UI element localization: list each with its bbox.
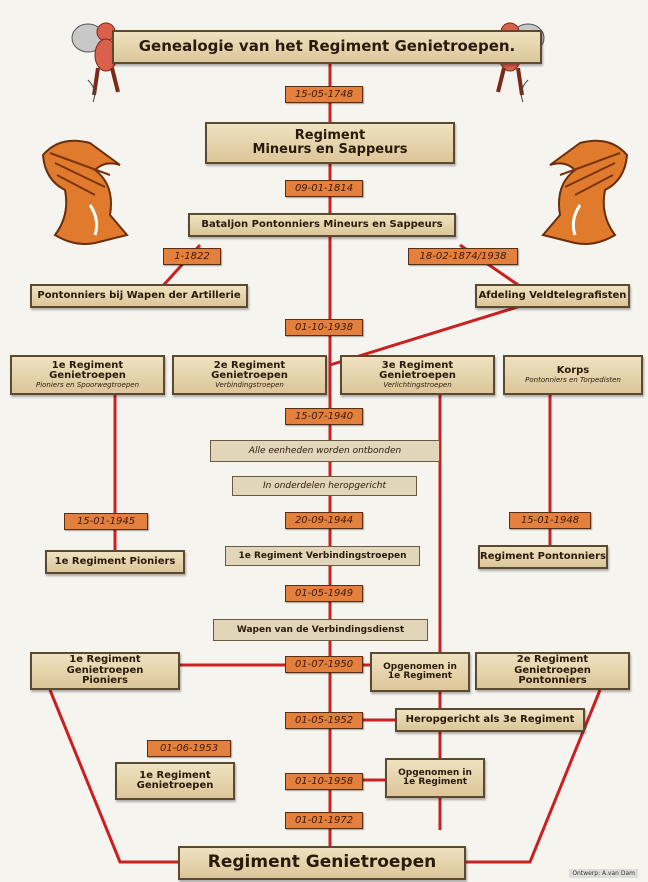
banner-wapen: Wapen van de Verbindingsdienst: [213, 619, 428, 641]
box-line: Pioniers: [82, 675, 128, 687]
box-line: 2e Regiment Genietroepen: [211, 359, 288, 382]
box-subtitle: Verlichtingstroepen: [383, 380, 452, 389]
box-final-regiment: Regiment Genietroepen: [178, 846, 466, 880]
box-line: Regiment: [294, 128, 366, 144]
box-opgenomen-2: Opgenomen in 1e Regiment: [385, 758, 485, 798]
box-2e-regiment-genie-pontonniers: 2e Regiment Genietroepen Pontonniers: [475, 652, 630, 690]
box-line: 1e Regiment Genietroepen: [49, 359, 126, 382]
date-badge: 15-01-1948: [509, 512, 591, 529]
cherub-left-icon: [71, 22, 120, 103]
box-mineurs-sappeurs: Regiment Mineurs en Sappeurs: [205, 122, 455, 164]
box-line: Korps: [556, 365, 590, 377]
box-1e-regiment-pioniers: 1e Regiment Pioniers: [45, 550, 185, 574]
credit-label: Ontwerp: A.van Dam: [569, 869, 638, 878]
date-badge: 01-10-1938: [285, 319, 363, 336]
box-subtitle: Verbindingstroepen: [215, 380, 284, 389]
box-subtitle: Pontonniers en Torpedisten: [525, 375, 621, 384]
date-badge: 01-07-1950: [285, 656, 363, 673]
box-korps: Korps Pontonniers en Torpedisten: [503, 355, 643, 395]
box-2e-regiment: 2e Regiment Genietroepen Verbindingstroe…: [172, 355, 327, 395]
date-badge: 09-01-1814: [285, 180, 363, 197]
banner-heropgericht: In onderdelen heropgericht: [232, 476, 417, 496]
date-badge: 1-1822: [163, 248, 221, 265]
box-1e-regiment: 1e Regiment Genietroepen Pioniers en Spo…: [10, 355, 165, 395]
date-badge: 01-05-1952: [285, 712, 363, 729]
box-3e-regiment: 3e Regiment Genietroepen Verlichtingstro…: [340, 355, 495, 395]
box-regiment-pontonniers: Regiment Pontonniers: [478, 545, 608, 569]
box-bataljon: Bataljon Pontonniers Mineurs en Sappeurs: [188, 213, 456, 237]
box-veldtelegrafisten: Afdeling Veldtelegrafisten: [475, 284, 630, 308]
date-badge: 01-01-1972: [285, 812, 363, 829]
date-badge: 01-10-1958: [285, 773, 363, 790]
box-line: 1e Regiment: [139, 769, 211, 781]
box-line: 2e Regiment Genietroepen: [514, 654, 591, 676]
box-line: Mineurs en Sappeurs: [252, 142, 408, 157]
box-line: Pontonniers: [518, 675, 587, 687]
helmet-right-icon: [541, 139, 629, 245]
date-badge: 15-07-1940: [285, 408, 363, 425]
box-opgenomen-1: Opgenomen in 1e Regiment: [370, 652, 470, 692]
date-badge: 01-06-1953: [147, 740, 231, 757]
box-heropgericht: Heropgericht als 3e Regiment: [395, 708, 585, 732]
box-line: Opgenomen in: [398, 767, 472, 778]
date-badge: 18-02-1874/1938: [408, 248, 518, 265]
box-line: Opgenomen in: [383, 661, 457, 672]
chart-title: Genealogie van het Regiment Genietroepen…: [112, 30, 542, 64]
box-line: 1e Regiment: [387, 671, 453, 681]
box-pontonniers-artillerie: Pontonniers bij Wapen der Artillerie: [30, 284, 248, 308]
box-line: Genietroepen: [136, 780, 214, 791]
banner-ontbonden: Alle eenheden worden ontbonden: [210, 440, 440, 462]
date-badge: 15-05-1748: [285, 86, 363, 103]
box-subtitle: Pioniers en Spoorwegtroepen: [35, 380, 140, 389]
box-1e-regiment-genietroepen: 1e Regiment Genietroepen: [115, 762, 235, 800]
date-badge: 20-09-1944: [285, 512, 363, 529]
banner-verbinding: 1e Regiment Verbindingstroepen: [225, 546, 420, 566]
box-line: 3e Regiment Genietroepen: [379, 359, 456, 382]
date-badge: 01-05-1949: [285, 585, 363, 602]
box-1e-regiment-genie-pioniers: 1e Regiment Genietroepen Pioniers: [30, 652, 180, 690]
box-line: 1e Regiment Genietroepen: [66, 654, 144, 676]
box-line: 1e Regiment: [402, 777, 468, 787]
date-badge: 15-01-1945: [64, 513, 148, 530]
helmet-left-icon: [41, 139, 129, 245]
